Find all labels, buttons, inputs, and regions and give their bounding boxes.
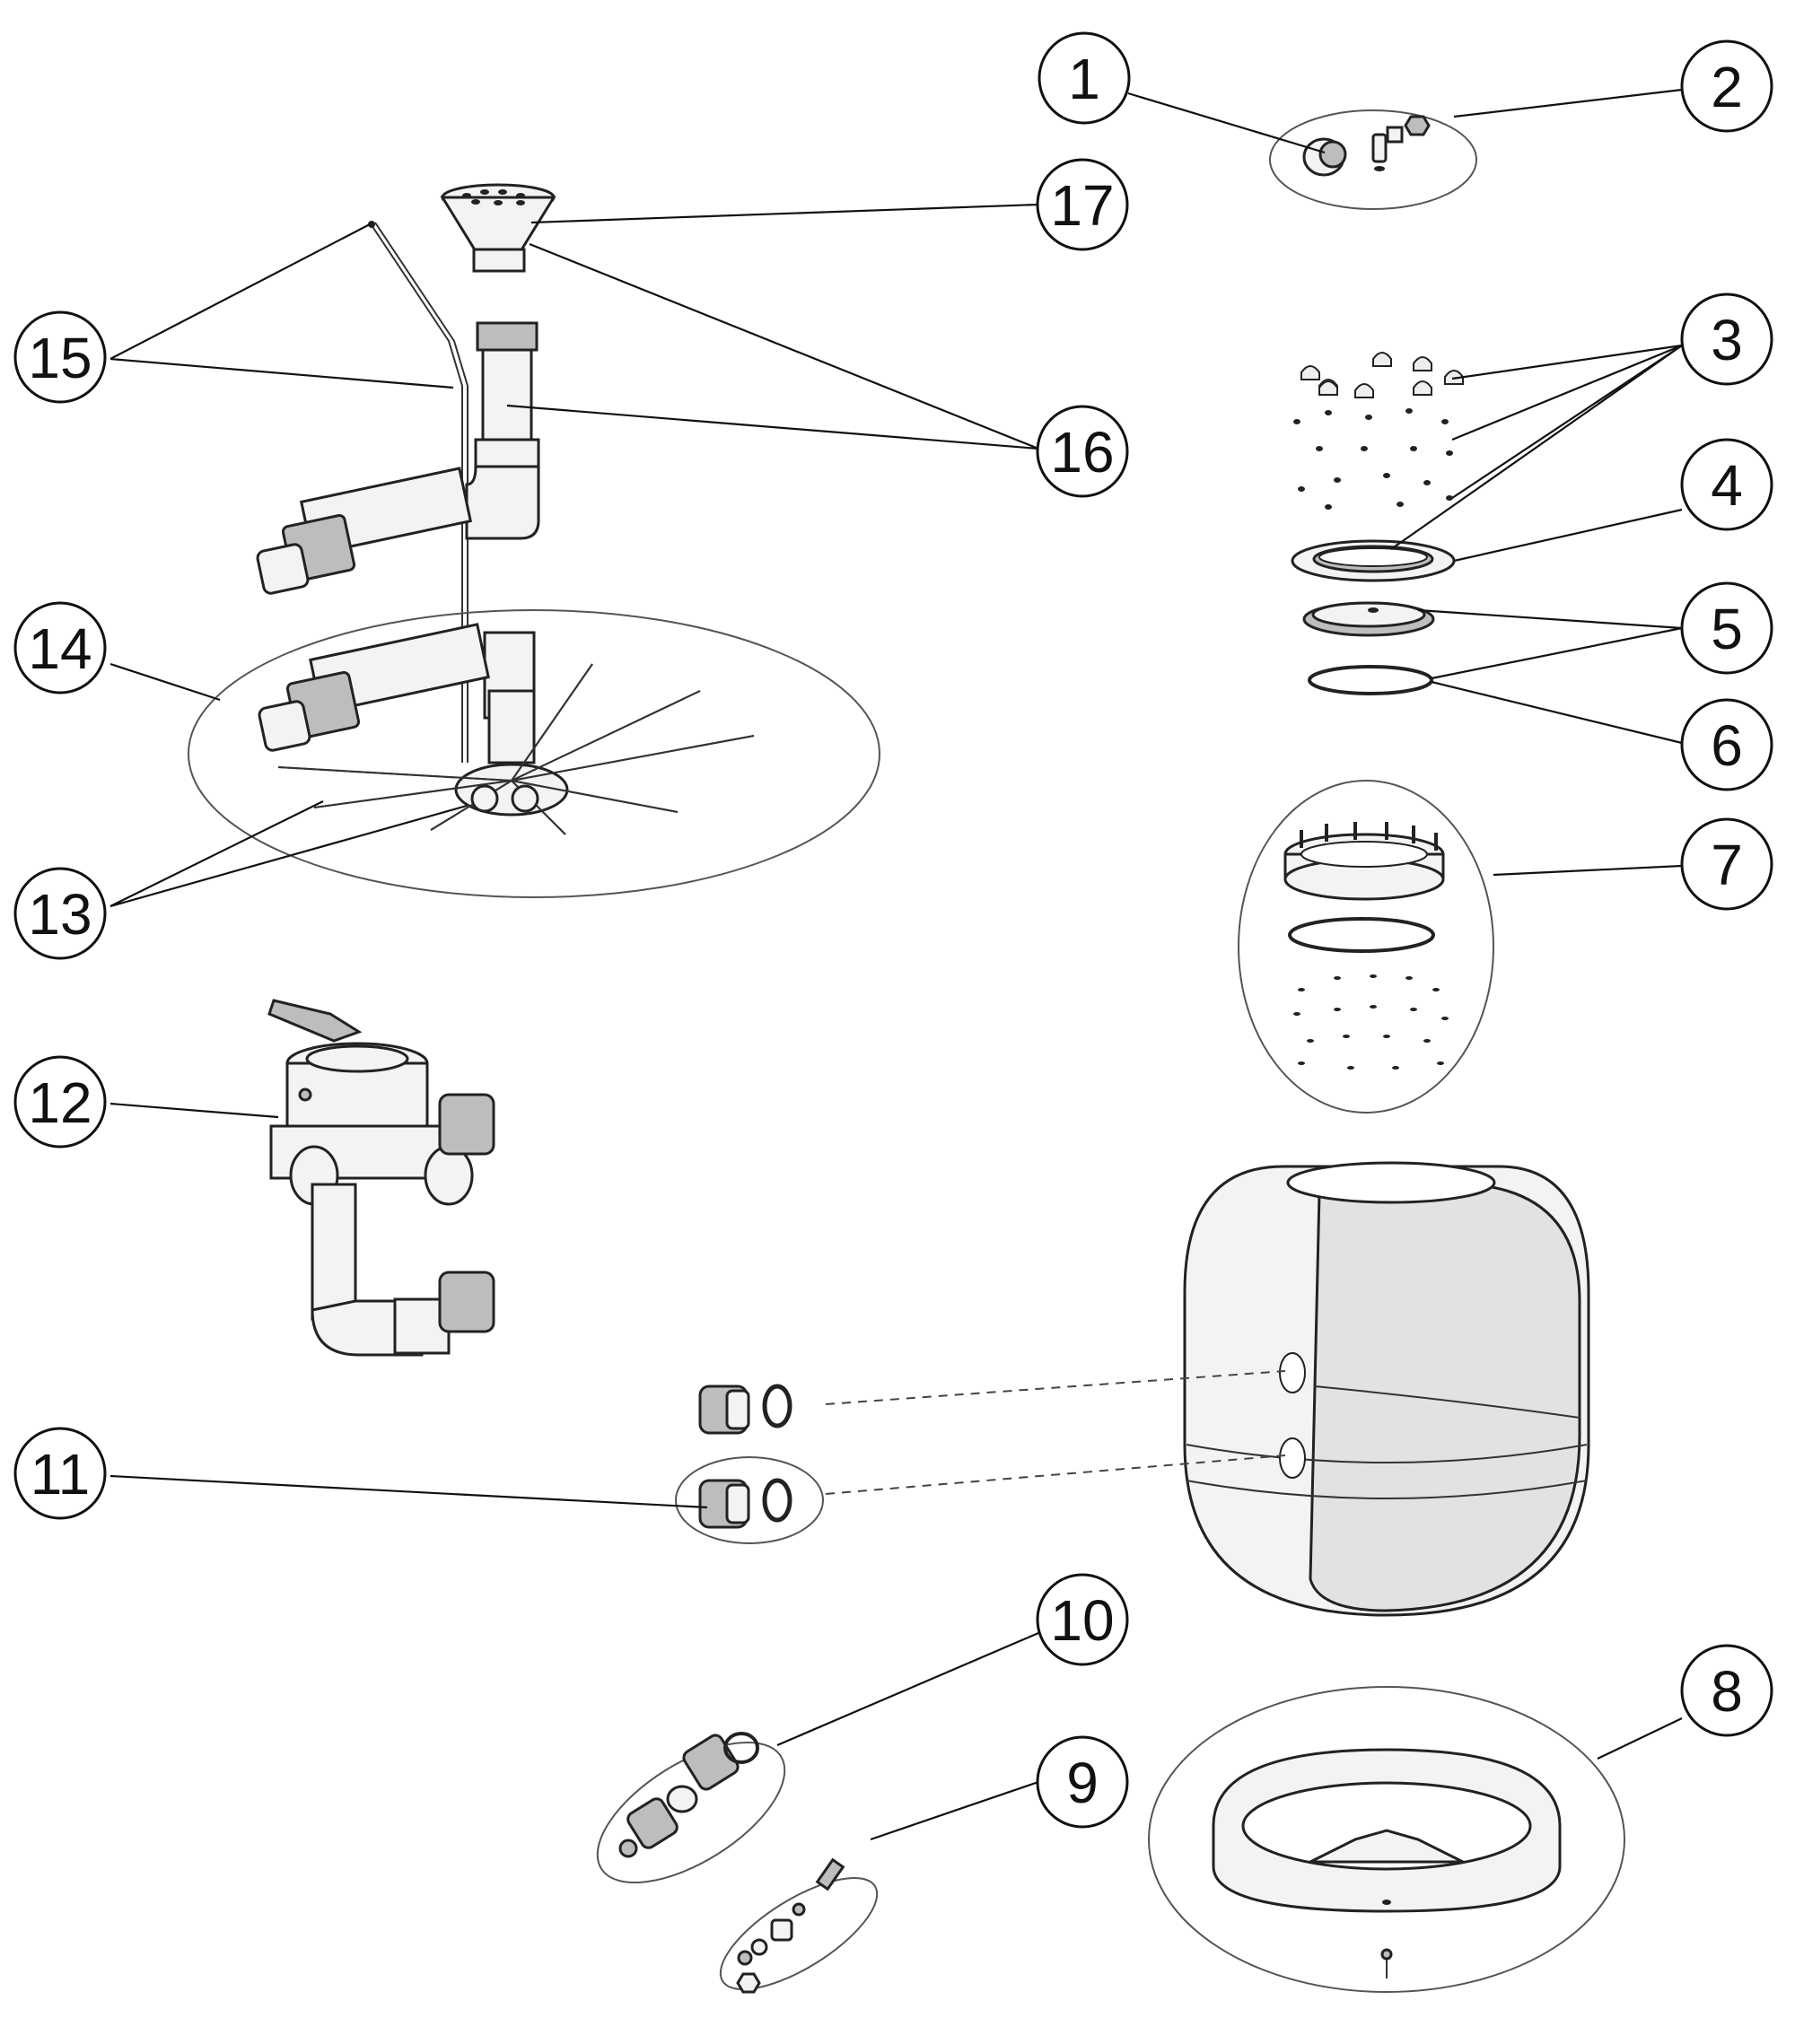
part-base-stand bbox=[1148, 1686, 1625, 1993]
callout-17: 17 bbox=[1036, 158, 1129, 251]
callout-5-label: 5 bbox=[1711, 597, 1743, 661]
callout-5: 5 bbox=[1680, 581, 1773, 675]
callout-12: 12 bbox=[13, 1055, 107, 1149]
part-lid bbox=[1302, 601, 1435, 637]
part-multiport-valve bbox=[267, 999, 495, 1357]
part-union-bottom bbox=[675, 1456, 824, 1544]
part-drain-plug-kit bbox=[719, 1857, 879, 1994]
part-tank bbox=[1183, 1161, 1590, 1617]
callout-13-label: 13 bbox=[28, 882, 92, 947]
callout-12-label: 12 bbox=[28, 1070, 92, 1135]
callout-4: 4 bbox=[1680, 438, 1773, 531]
callout-8: 8 bbox=[1680, 1644, 1773, 1737]
callout-11: 11 bbox=[13, 1427, 107, 1520]
callout-3-label: 3 bbox=[1711, 308, 1743, 372]
part-union-top bbox=[698, 1384, 792, 1435]
callout-15: 15 bbox=[13, 310, 107, 404]
callout-9: 9 bbox=[1036, 1735, 1129, 1829]
part-bolts-nuts bbox=[1300, 352, 1464, 398]
callout-3: 3 bbox=[1680, 293, 1773, 386]
part-o-ring bbox=[1308, 665, 1433, 695]
callout-14-label: 14 bbox=[28, 616, 92, 681]
part-drain-assembly bbox=[596, 1732, 786, 1884]
part-lateral-assembly bbox=[188, 609, 880, 898]
part-flange bbox=[1291, 539, 1456, 582]
part-center-pipe bbox=[256, 321, 540, 595]
leader-lines bbox=[109, 88, 1683, 1841]
callout-17-label: 17 bbox=[1050, 173, 1114, 238]
callout-4-label: 4 bbox=[1711, 453, 1743, 518]
callout-7: 7 bbox=[1680, 817, 1773, 911]
part-neck-group bbox=[1238, 780, 1494, 1114]
callout-2-label: 2 bbox=[1711, 55, 1743, 119]
callout-10-label: 10 bbox=[1050, 1588, 1114, 1653]
part-drain-cap-group bbox=[1269, 109, 1477, 210]
callout-16: 16 bbox=[1036, 405, 1129, 498]
part-washers bbox=[1293, 408, 1453, 510]
callout-11-label: 11 bbox=[31, 1442, 90, 1507]
dashed-guides bbox=[825, 1370, 1286, 1495]
callout-16-label: 16 bbox=[1050, 420, 1114, 485]
callout-13: 13 bbox=[13, 867, 107, 960]
callout-8-label: 8 bbox=[1711, 1659, 1743, 1724]
callout-2: 2 bbox=[1680, 39, 1773, 133]
part-air-tube bbox=[368, 221, 468, 763]
callout-6-label: 6 bbox=[1711, 713, 1743, 778]
callout-14: 14 bbox=[13, 601, 107, 694]
callout-1: 1 bbox=[1038, 31, 1131, 125]
callout-9-label: 9 bbox=[1066, 1751, 1099, 1815]
callout-15-label: 15 bbox=[28, 326, 92, 390]
part-diffuser bbox=[440, 183, 556, 273]
callout-10: 10 bbox=[1036, 1573, 1129, 1666]
callout-7-label: 7 bbox=[1711, 833, 1743, 897]
callout-1-label: 1 bbox=[1068, 47, 1100, 111]
callout-6: 6 bbox=[1680, 698, 1773, 791]
